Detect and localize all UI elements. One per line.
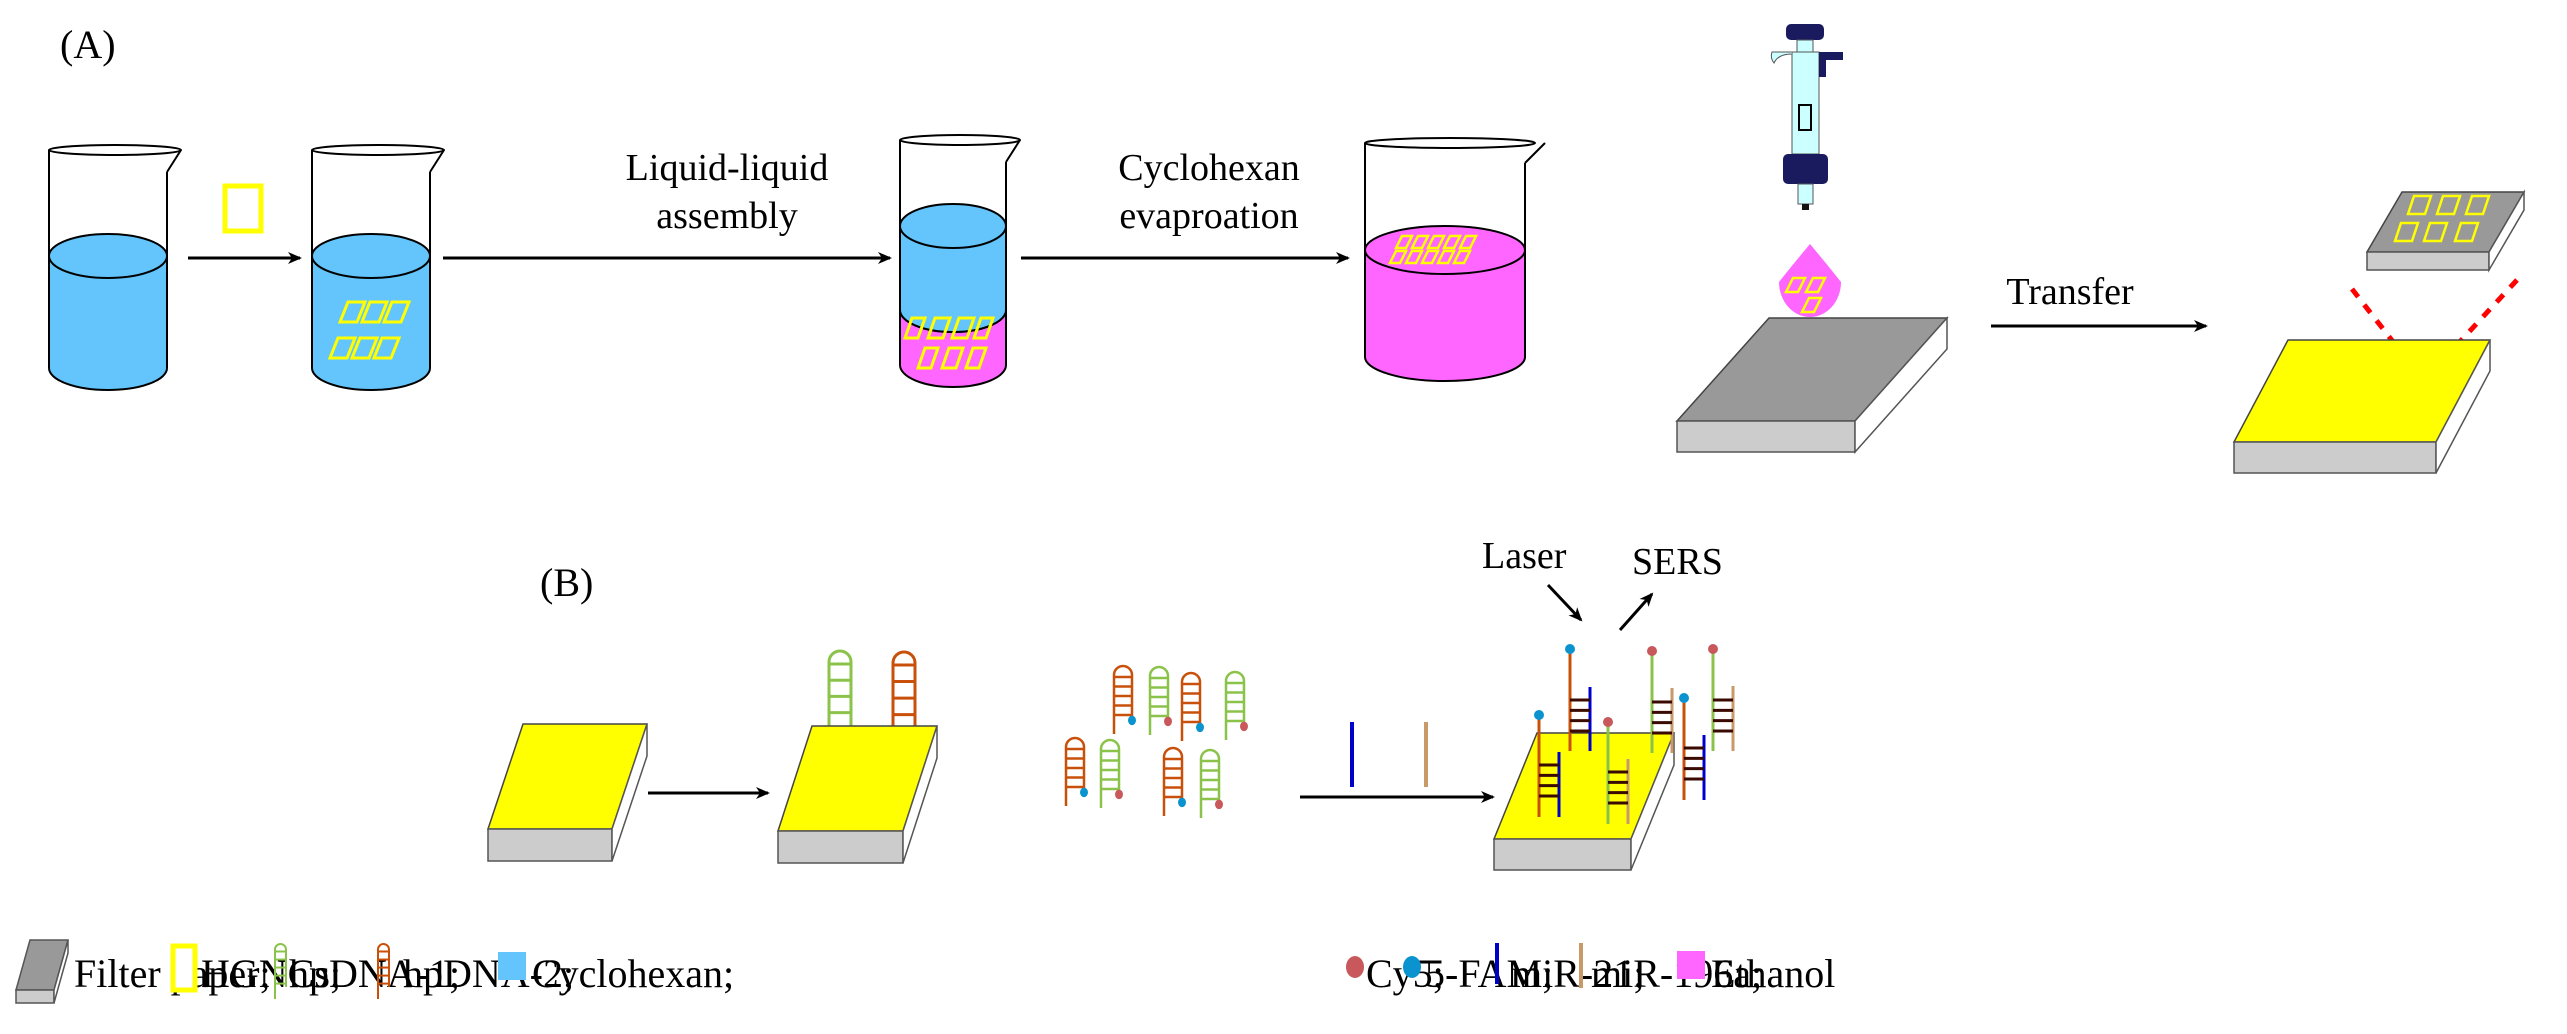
substrate-slab-hairpins <box>776 725 939 864</box>
hgnc-array-plate <box>2365 189 2526 273</box>
duplex <box>1603 717 1630 824</box>
fam-dot <box>1196 722 1204 733</box>
hpdna1-hairpin-icon <box>274 943 287 999</box>
beaker-4 <box>1364 137 1546 382</box>
pipette-icon <box>1770 24 1843 210</box>
hpdna2-legend-hairpin <box>377 943 390 999</box>
legend-label-mir21: miR-21; <box>1511 951 1644 996</box>
duplex <box>1708 644 1735 751</box>
legend: Filter paper; HGNCs; hpDNA-1; hpDNA-2; C… <box>15 939 1835 1004</box>
hgnc-cluster <box>902 316 996 370</box>
cy5-dot <box>1240 721 1248 732</box>
ethanol-droplet <box>1779 244 1841 317</box>
hgnc-film <box>1387 234 1479 265</box>
cy5-dot <box>1115 789 1123 800</box>
hgnc-cluster <box>327 300 412 360</box>
hpdna1-hairpin <box>1224 670 1248 740</box>
cyclohexan-swatch-icon <box>498 952 526 980</box>
step-label-cyclohexan: Cyclohexan <box>1118 147 1300 189</box>
fam-dot <box>1080 787 1088 798</box>
sers-label: SERS <box>1632 541 1723 583</box>
legend-label-ethanol: Ethanol <box>1711 951 1835 996</box>
immobilized-hairpins <box>1064 664 1248 818</box>
hpdna1-hairpin <box>1099 738 1123 808</box>
laser-beam <box>2350 278 2519 363</box>
fam-dot <box>1128 715 1136 726</box>
hgnc-add-icon <box>222 183 264 234</box>
filter-paper-slab <box>1675 316 1949 454</box>
legend-label-hpdna2: hpDNA-2; <box>403 951 574 996</box>
hpdna2-hairpin <box>1162 746 1186 816</box>
cy5-dot <box>1603 717 1613 727</box>
cy5-dot-icon <box>1346 956 1364 978</box>
hpdna2-hairpin <box>1064 736 1088 806</box>
sers-substrate-slab <box>2232 339 2492 474</box>
ethanol-swatch-icon <box>1677 951 1705 979</box>
legend-label-cyclohexan: Cyclohexan; <box>532 951 734 996</box>
hpdna2-hairpin-icon <box>377 943 390 999</box>
legend-label-hgncs: HGNCs; <box>201 951 341 996</box>
cy5-dot <box>1708 644 1718 654</box>
hpdna2-hairpin <box>1180 671 1204 741</box>
panel-b-label: (B) <box>540 560 593 605</box>
fam-dot <box>1178 797 1186 808</box>
hpdna1-legend-hairpin <box>274 943 287 999</box>
duplex <box>1565 644 1592 751</box>
panel-a-label: (A) <box>60 22 116 67</box>
step-label-transfer: Transfer <box>2006 271 2134 313</box>
cy5-dot <box>1164 716 1172 727</box>
hpdna1-hairpin <box>1148 665 1172 735</box>
step-label-liquid-liquid: Liquid-liquid <box>626 147 829 189</box>
sers-arrow <box>1618 592 1654 631</box>
hybridized-duplexes <box>1534 644 1735 824</box>
fam-dot <box>1565 644 1575 654</box>
laser-arrow <box>1546 583 1583 622</box>
legend-label-mir196a: miR-196a; <box>1591 951 1762 996</box>
hpdna2-hairpin <box>1112 664 1136 734</box>
beaker-2 <box>311 144 445 391</box>
step-label-assembly: assembly <box>656 195 797 237</box>
substrate-slab-hybridized <box>1492 732 1676 871</box>
substrate-slab-bare <box>486 723 649 862</box>
beaker-3 <box>899 134 1021 388</box>
laser-label: Laser <box>1482 535 1567 577</box>
duplex <box>1534 710 1561 817</box>
legend-label-5fam: 5-FAM; <box>1425 951 1553 996</box>
beaker-1 <box>48 144 182 391</box>
5fam-dot-icon <box>1403 956 1421 978</box>
hpdna1-hairpin <box>1199 748 1223 818</box>
duplex <box>1647 646 1674 753</box>
filter-paper-icon <box>15 939 69 1004</box>
fam-dot <box>1679 693 1689 703</box>
duplex <box>1679 693 1706 800</box>
cy5-dot <box>1647 646 1657 656</box>
step-label-evaporation: evaproation <box>1119 195 1298 237</box>
legend-label-hpdna1: hpDNA-1; <box>289 951 460 996</box>
cy5-dot <box>1215 799 1223 810</box>
hgnc-square-icon <box>170 943 198 993</box>
fam-dot <box>1534 710 1544 720</box>
